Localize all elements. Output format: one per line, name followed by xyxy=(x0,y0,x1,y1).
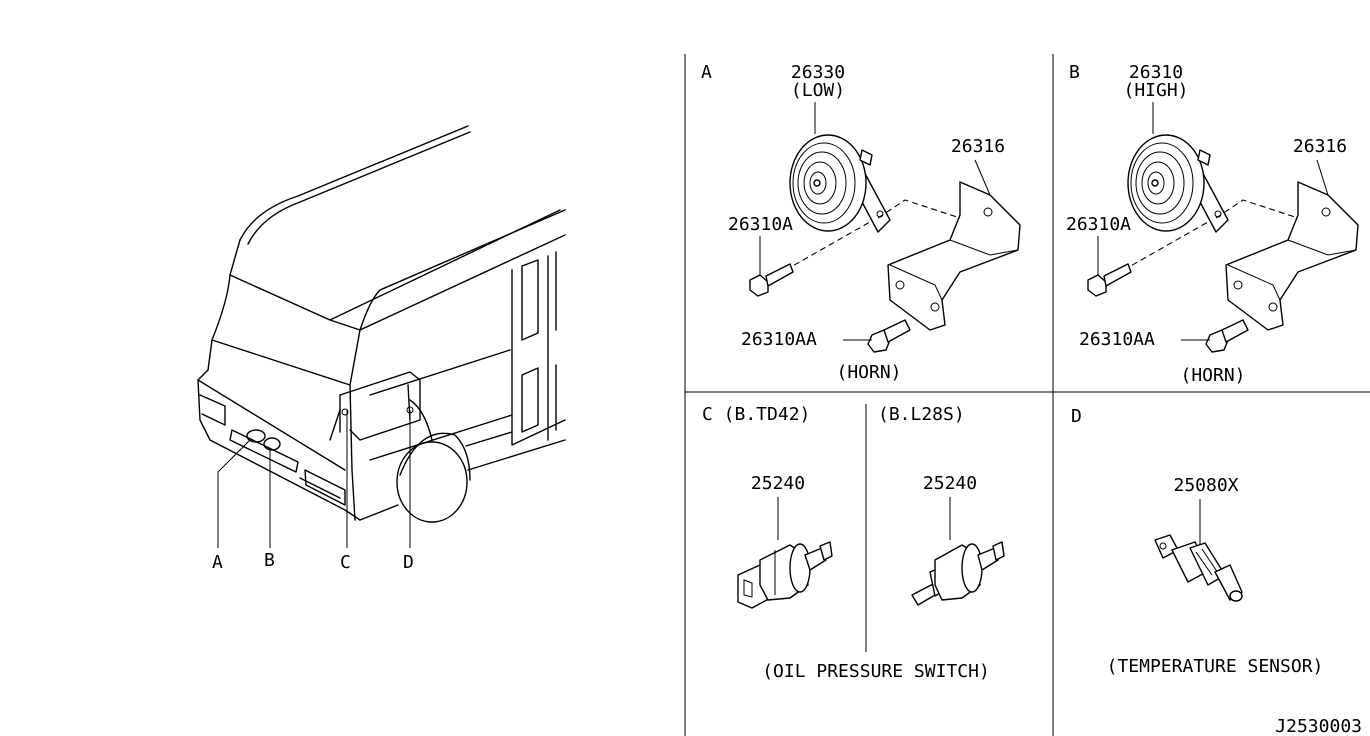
section-b-horn-part: 26310 xyxy=(1129,62,1183,83)
horn-icon xyxy=(1127,134,1229,233)
section-c: C (B.TD42) (B.L28S) 25240 25240 (OIL PRE… xyxy=(702,404,1005,682)
section-a-bolt2-part: 26310AA xyxy=(741,329,817,350)
callout-a: A xyxy=(212,552,223,573)
callout-b: B xyxy=(264,550,275,571)
section-c-caption: (OIL PRESSURE SWITCH) xyxy=(762,661,990,682)
section-c-variant2: (B.L28S) xyxy=(878,404,965,425)
section-d-letter: D xyxy=(1071,406,1082,427)
section-a-bracket-part: 26316 xyxy=(951,136,1005,157)
section-b-caption: (HORN) xyxy=(1180,365,1245,386)
section-b-letter: B xyxy=(1069,62,1080,83)
section-a-letter: A xyxy=(701,62,712,83)
bolt2-icon xyxy=(1205,319,1249,353)
vehicle-callout-leaders xyxy=(217,410,411,548)
section-b-bracket-part: 26316 xyxy=(1293,136,1347,157)
section-b-bolt2-part: 26310AA xyxy=(1079,329,1155,350)
horn-icon xyxy=(789,134,891,233)
bracket-icon xyxy=(887,181,1021,331)
section-b: B 26310 (HIGH) 26316 xyxy=(1066,62,1359,386)
section-c-part2: 25240 xyxy=(923,473,977,494)
bolt-icon xyxy=(1087,263,1132,297)
section-d-caption: (TEMPERATURE SENSOR) xyxy=(1107,656,1324,677)
section-a: A 26330 (LOW) 26316 xyxy=(701,62,1021,383)
section-grid xyxy=(684,54,1370,736)
temperature-sensor-icon xyxy=(1154,534,1243,602)
vehicle-illustration xyxy=(197,125,566,523)
bracket-icon xyxy=(1225,181,1359,331)
bolt-icon xyxy=(749,263,794,297)
callout-c: C xyxy=(340,552,351,573)
section-b-horn-variant: (HIGH) xyxy=(1123,80,1188,101)
section-b-bolt-part: 26310A xyxy=(1066,214,1131,235)
section-d: D 25080X (TEMPERATURE SENSOR) xyxy=(1071,406,1323,677)
diagram-code: J2530003 xyxy=(1275,716,1362,736)
section-d-part: 25080X xyxy=(1173,475,1238,496)
bolt2-icon xyxy=(867,319,911,353)
section-a-bolt-part: 26310A xyxy=(728,214,793,235)
section-c-letter-variant: C (B.TD42) xyxy=(702,404,810,425)
section-a-horn-variant: (LOW) xyxy=(791,80,845,101)
oil-pressure-switch-icon xyxy=(911,541,1005,606)
section-a-horn-part: 26330 xyxy=(791,62,845,83)
section-c-part1: 25240 xyxy=(751,473,805,494)
oil-pressure-switch-icon xyxy=(737,541,833,609)
callout-d: D xyxy=(403,552,414,573)
section-a-caption: (HORN) xyxy=(836,362,901,383)
